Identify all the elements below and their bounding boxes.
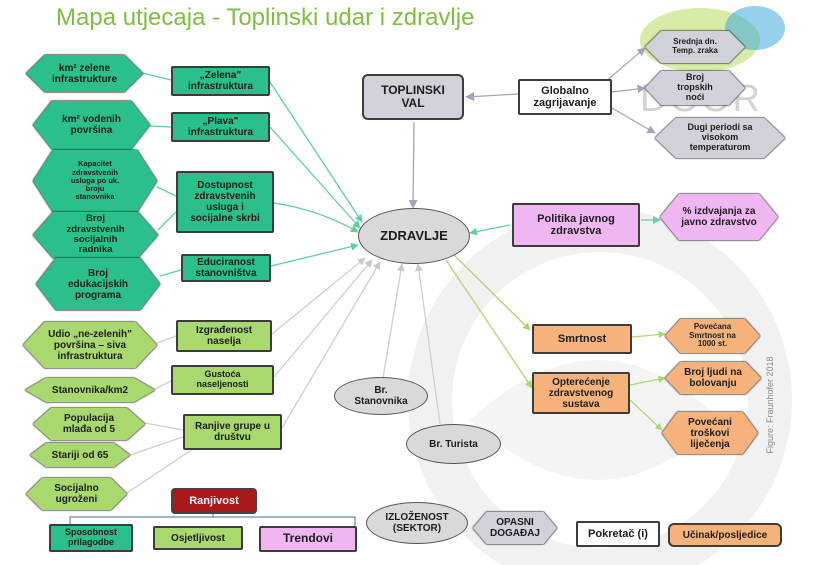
edge-programi-educiranost [159, 269, 182, 277]
node-br-turista: Br. Turista [406, 424, 501, 464]
edge-dostupnost-zdravlje [273, 202, 359, 233]
edge-politika-zdravlje [469, 224, 511, 236]
legend-osjetljivost: Osjetljivost [153, 526, 243, 550]
page-title: Mapa utjecaja - Toplinski udar i zdravlj… [56, 4, 475, 31]
node-broj-ljudi-bolovanje: Broj ljudi na bolovanju [665, 362, 761, 394]
legend-pokretac: Pokretač (i) [576, 521, 660, 547]
edge-km2zelene-zelena [142, 72, 172, 81]
edge-populacija-ranjive [144, 422, 184, 431]
node-dugi-periodi: Dugi periodi sa visokom temperaturom [655, 118, 785, 158]
node-ranjive-grupe: Ranjive grupe u društvu [183, 414, 282, 450]
node-srednja-temp: Srednja dn. Temp. zraka [645, 31, 745, 63]
edge-brstanovnika-zdravlje [382, 263, 405, 379]
node-zdravlje: ZDRAVLJE [358, 208, 470, 264]
node-izgradenost: Izgrađenost naselja [176, 320, 272, 352]
edge-radnici-dostupnost [157, 211, 177, 231]
node-udio-ne-zelenih: Udio „ne-zelenih" površina – siva infras… [23, 322, 157, 368]
legend-trendovi: Trendovi [259, 526, 357, 552]
edge-plava-zdravlje [269, 126, 361, 229]
edge-kapacitet-dostupnost [156, 186, 177, 197]
legend-sposobnost: Sposobnost prilagodbe [49, 524, 133, 552]
edge-zelena-zdravlje [269, 81, 363, 223]
node-toplinski-val: TOPLINSKI VAL [362, 74, 464, 120]
node-politika-javnog-zdravstva: Politika javnog zdravstva [512, 203, 640, 247]
edge-toplinski-zdravlje [408, 121, 418, 209]
node-globalno-zagrijavanje: Globalno zagrijavanje [518, 79, 612, 115]
node-km2-zelene: km² zelene infrastrukture [26, 55, 143, 92]
edge-dugi-globalno [604, 103, 656, 134]
legend-ucinak: Učinak/posljedice [668, 523, 782, 547]
node-izdvajanja: % izdvajanja za javno zdravstvo [660, 194, 778, 240]
edge-tropske-globalno [611, 84, 646, 94]
edge-smrtnost-povecana [631, 331, 666, 339]
node-opterecenje: Opterećenje zdravstvenog sustava [532, 372, 630, 414]
node-populacija: Populacija mlađa od 5 [33, 408, 145, 440]
node-gustoca: Gustoća naseljenosti [171, 365, 274, 395]
legend-opasni-dogadaj: OPASNI DOGAĐAJ [473, 512, 557, 544]
node-povecani-troskovi: Povećani troškovi liječenja [662, 412, 758, 454]
node-dostupnost: Dostupnost zdravstvenih usluga i socijal… [176, 171, 274, 233]
legend-izlozenost: IZLOŽENOST (SEKTOR) [366, 502, 468, 544]
edge-stariji-ranjive [129, 436, 184, 456]
node-plava-infrastruktura: „Plava" infrastruktura [171, 112, 270, 142]
node-kapacitet: Kapacitet zdravstvenih usluga po uk. bro… [33, 150, 157, 212]
node-km2-vodenih: km² vodenih površina [33, 101, 150, 149]
legend-ranjivost: Ranjivost [171, 488, 257, 514]
node-broj-programa: Broj edukacijskih programa [36, 258, 160, 310]
edge-srednja-globalno [604, 47, 646, 83]
edge-opterecenje-ljudi [629, 375, 666, 386]
edge-izgradenost-zdravlje [271, 257, 366, 335]
node-broj-tropskih-noci: Broj tropskih noći [645, 71, 745, 105]
edge-opterecenje-troskovi [629, 399, 663, 431]
edge-educiranost-zdravlje [270, 242, 359, 267]
node-smrtnost: Smrtnost [532, 324, 632, 354]
node-stariji-od-65: Stariji od 65 [30, 443, 130, 467]
edge-zdravlje-opterecenje [445, 259, 533, 389]
node-socijalno-ugrozeni: Socijalno ugroženi [26, 478, 127, 510]
edge-udio-izgradenost [156, 335, 177, 344]
node-zelena-infrastruktura: „Zelena" infrastruktura [171, 66, 270, 96]
edge-socijalno-ranjive [126, 446, 197, 494]
edge-km2vodenih-plava [149, 125, 172, 128]
edge-stanovnika-gustoca [154, 380, 172, 390]
edge-gustoca-zdravlje [273, 259, 373, 378]
edge-zdravlje-smrtnost [453, 254, 531, 331]
edge-ranjive-zdravlje [281, 261, 381, 429]
edge-brturista-zdravlje [415, 263, 441, 425]
edge-globalno-toplinski [465, 91, 519, 102]
watermark-leaf-blue [725, 6, 785, 50]
node-stanovnika-km2: Stanovnika/km2 [25, 378, 155, 402]
node-br-stanovnika: Br. Stanovnika [334, 377, 428, 415]
node-broj-radnika: Broj zdravstvenih socijalnih radnika [33, 212, 158, 258]
node-educiranost: Educiranost stanovništva [181, 254, 271, 282]
node-povecana-smrtnost: Povećana Smrtnost na 1000 st. [665, 319, 760, 353]
